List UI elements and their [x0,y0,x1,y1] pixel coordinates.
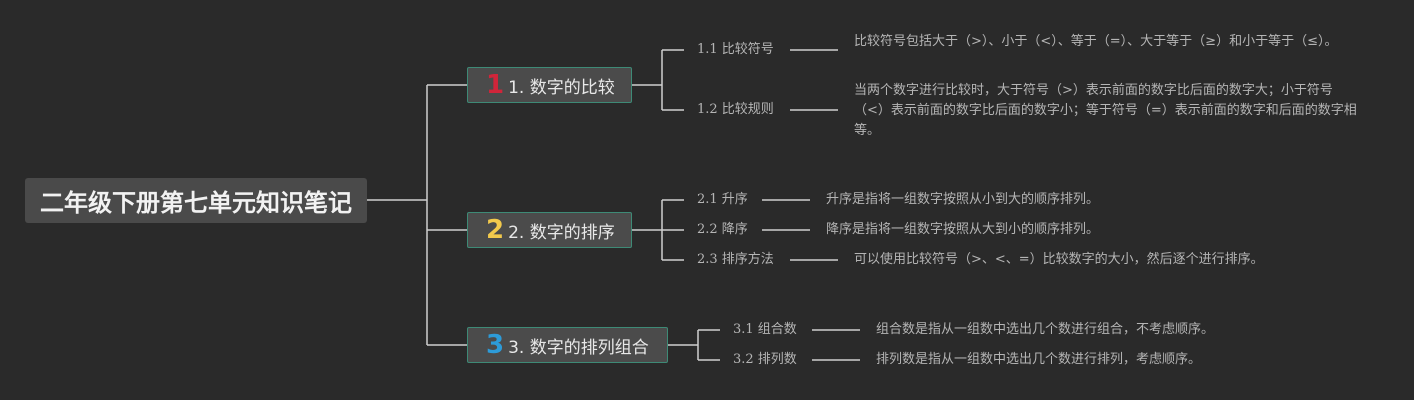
description-2-2: 降序是指将一组数字按照从大到小的顺序排列。 [826,222,1100,237]
root-title: 二年级下册第七单元知识笔记 [40,189,352,217]
subtopic-3-2[interactable]: 3.2 排列数 [733,352,797,367]
topic-node-2[interactable]: 2 2. 数字的排序 [467,212,632,248]
description-1-1: 比较符号包括大于（>）、小于（<）、等于（=）、大于等于（≥）和小于等于（≤）。 [854,34,1338,49]
subtopic-1-1[interactable]: 1.1 比较符号 [697,42,774,57]
topic-label-1: 1. 数字的比较 [508,77,615,98]
root-node[interactable]: 二年级下册第七单元知识笔记 [25,178,367,223]
topic-node-1[interactable]: 1 1. 数字的比较 [467,67,632,103]
description-2-1: 升序是指将一组数字按照从小到大的顺序排列。 [826,192,1100,207]
subtopic-2-2[interactable]: 2.2 降序 [697,222,748,237]
subtopic-1-2[interactable]: 1.2 比较规则 [697,102,774,117]
subtopic-3-1[interactable]: 3.1 组合数 [733,322,797,337]
subtopic-2-1[interactable]: 2.1 升序 [697,192,748,207]
number-3-icon: 3 [486,330,505,360]
topic-label-2: 2. 数字的排序 [508,222,615,243]
topic-node-3[interactable]: 3 3. 数字的排列组合 [467,327,668,363]
number-2-icon: 2 [486,215,505,245]
description-1-2: 当两个数字进行比较时，大于符号（>）表示前面的数字比后面的数字大；小于符号（<）… [854,83,1357,138]
number-1-icon: 1 [486,70,505,100]
topic-label-3: 3. 数字的排列组合 [508,337,649,358]
description-2-3: 可以使用比较符号（>、<、=）比较数字的大小，然后逐个进行排序。 [854,252,1264,267]
description-3-2: 排列数是指从一组数中选出几个数进行排列，考虑顺序。 [876,352,1202,367]
description-3-1: 组合数是指从一组数中选出几个数进行组合，不考虑顺序。 [876,322,1215,337]
subtopic-2-3[interactable]: 2.3 排序方法 [697,252,774,267]
